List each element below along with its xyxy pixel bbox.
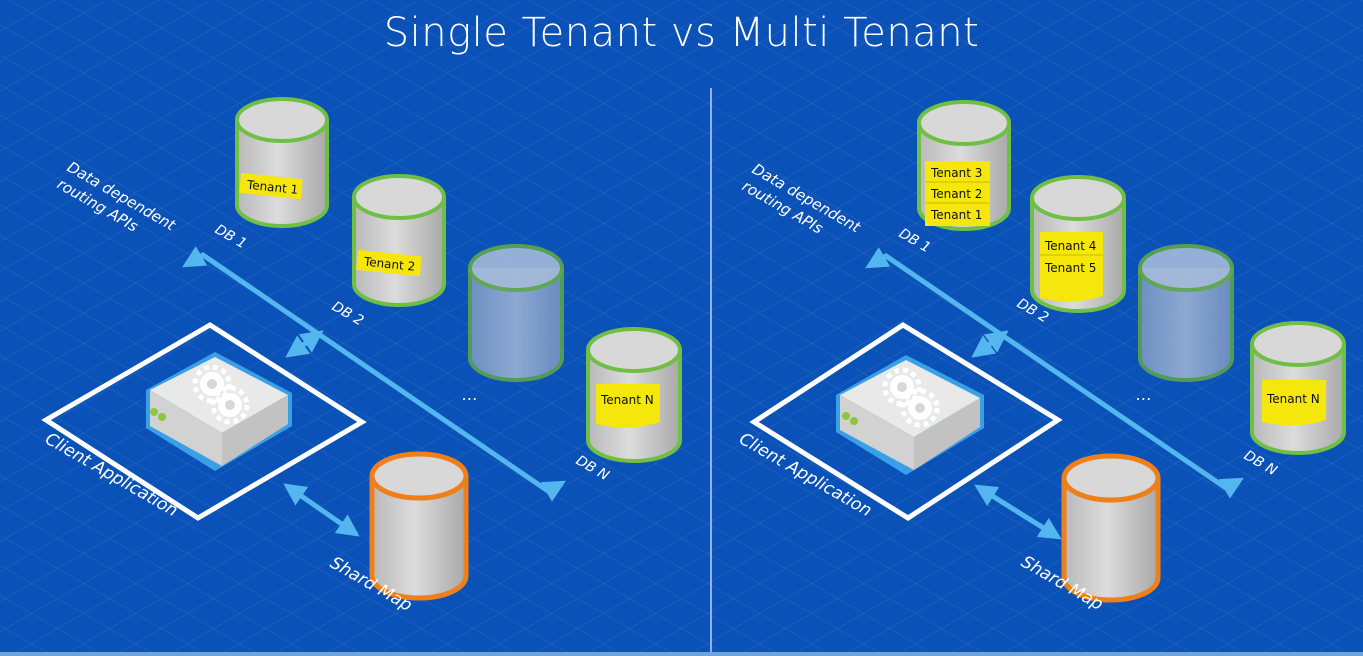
dbn-cylinder: Tenant N <box>1250 321 1346 455</box>
tenant-label: Tenant 1 <box>245 178 299 197</box>
dbn-label: DB N <box>1241 448 1280 480</box>
tenant-tag: Tenant N <box>596 384 660 428</box>
client-to-shard-map-arrow <box>283 483 360 537</box>
db1-cylinder: Tenant 1 <box>235 97 329 228</box>
tenant-label: Tenant 3 <box>930 166 982 180</box>
tenant-label: Tenant 2 <box>362 254 416 273</box>
db1-cylinder: Tenant 3 Tenant 2 Tenant 1 <box>917 100 1011 231</box>
ellipsis-label: … <box>462 385 478 404</box>
db1-label: DB 1 <box>896 226 933 257</box>
client-application-box <box>749 322 1063 521</box>
faded-db-cylinder <box>1138 244 1234 382</box>
server-icon <box>146 352 292 471</box>
shard-map-cylinder <box>1061 453 1161 603</box>
tenant-stack: Tenant 4 Tenant 5 <box>1040 232 1103 302</box>
server-icon <box>836 355 984 475</box>
client-to-shard-map-arrow <box>974 484 1062 540</box>
tenant-tag: Tenant 1 <box>239 172 303 200</box>
tenant-stack: Tenant 3 Tenant 2 Tenant 1 <box>925 161 990 226</box>
tenant-label: Tenant 1 <box>930 208 982 222</box>
tenant-tag: Tenant 2 <box>356 249 422 277</box>
gear-icon <box>192 364 250 425</box>
db2-cylinder: Tenant 2 <box>352 174 446 307</box>
tenant-label: Tenant N <box>600 393 654 407</box>
client-to-db-arrow <box>971 330 1009 358</box>
single-tenant-panel: Tenant 1 Tenant 2 … <box>41 97 682 616</box>
faded-db-cylinder <box>468 244 564 382</box>
tenant-tag: Tenant N <box>1262 380 1326 426</box>
tenant-label: Tenant 5 <box>1044 261 1096 275</box>
tenant-label: Tenant 2 <box>930 187 982 201</box>
db2-cylinder: Tenant 4 Tenant 5 <box>1030 175 1126 313</box>
multi-tenant-panel: Tenant 3 Tenant 2 Tenant 1 Tenant 4 Tena… <box>736 100 1346 615</box>
gear-icon <box>882 367 940 428</box>
ellipsis-label: … <box>1136 385 1152 404</box>
bottom-border <box>0 652 1363 656</box>
tenant-label: Tenant 4 <box>1044 239 1096 253</box>
tenant-label: Tenant N <box>1266 392 1320 406</box>
client-application-box <box>41 322 367 521</box>
dbn-cylinder: Tenant N <box>586 327 682 463</box>
db2-label: DB 2 <box>329 299 366 330</box>
routing-arrow <box>865 247 1244 499</box>
client-application-label: Client Application <box>42 429 182 521</box>
shard-map-cylinder <box>369 451 469 601</box>
db1-label: DB 1 <box>212 222 249 253</box>
page-title: Single Tenant vs Multi Tenant <box>383 10 980 56</box>
routing-arrow <box>182 246 566 502</box>
client-to-db-arrow <box>285 330 324 358</box>
